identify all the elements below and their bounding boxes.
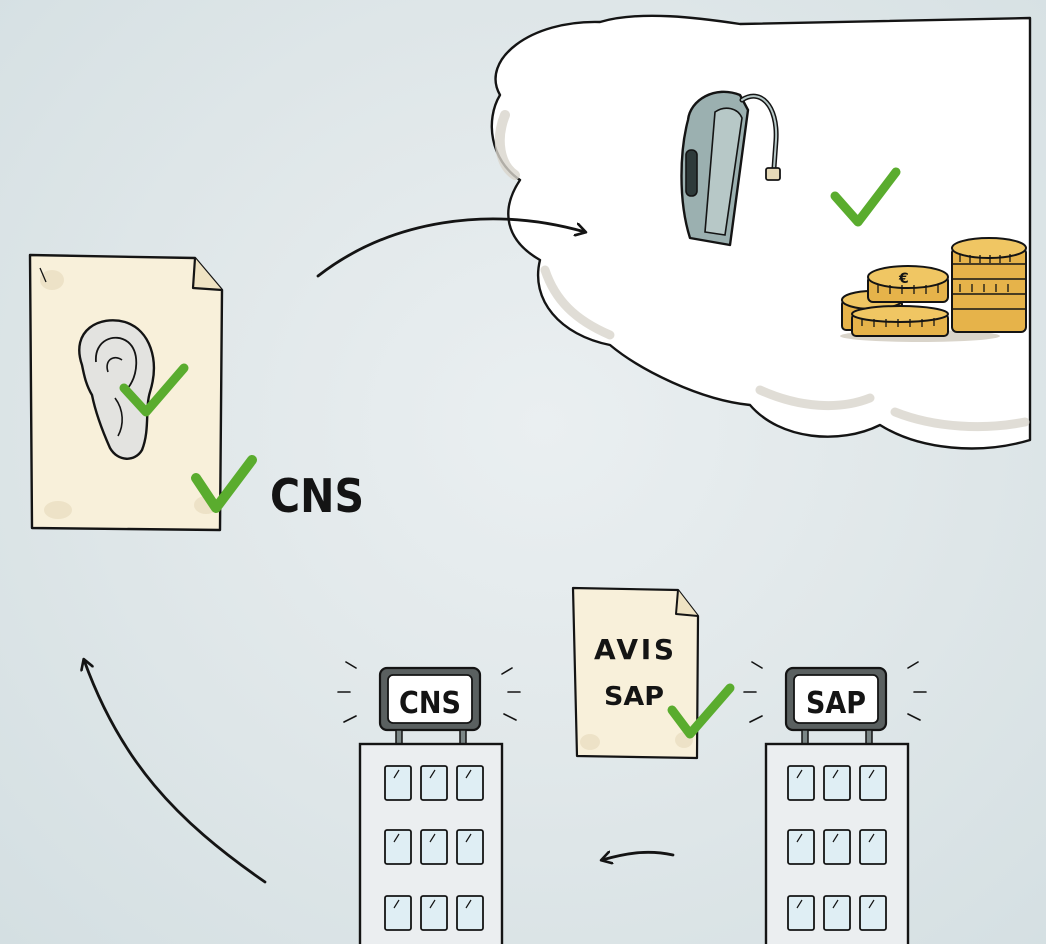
arrow-icon <box>84 660 267 884</box>
building-left-sign: CNS <box>399 686 461 721</box>
checkmark-icon <box>667 683 735 739</box>
office-building-icon <box>743 661 927 944</box>
avis-label-line1: AVIS <box>594 633 674 666</box>
ear-icon <box>78 319 155 460</box>
arrow-icon <box>316 217 585 278</box>
document-icon <box>571 586 700 760</box>
checkmark-icon <box>119 363 189 417</box>
checkmark-icon <box>191 455 257 513</box>
building-right-sign: SAP <box>806 686 866 721</box>
avis-label-line2: SAP <box>604 682 664 712</box>
hearing-aid-icon <box>680 90 781 247</box>
cns-label: CNS <box>270 469 364 523</box>
cloud-icon <box>490 14 1032 450</box>
coins-euro-icon: € <box>840 237 1027 342</box>
arrow-icon <box>602 852 675 860</box>
office-building-icon <box>337 661 521 944</box>
svg-text:€: € <box>898 271 909 287</box>
checkmark-icon <box>830 167 901 227</box>
